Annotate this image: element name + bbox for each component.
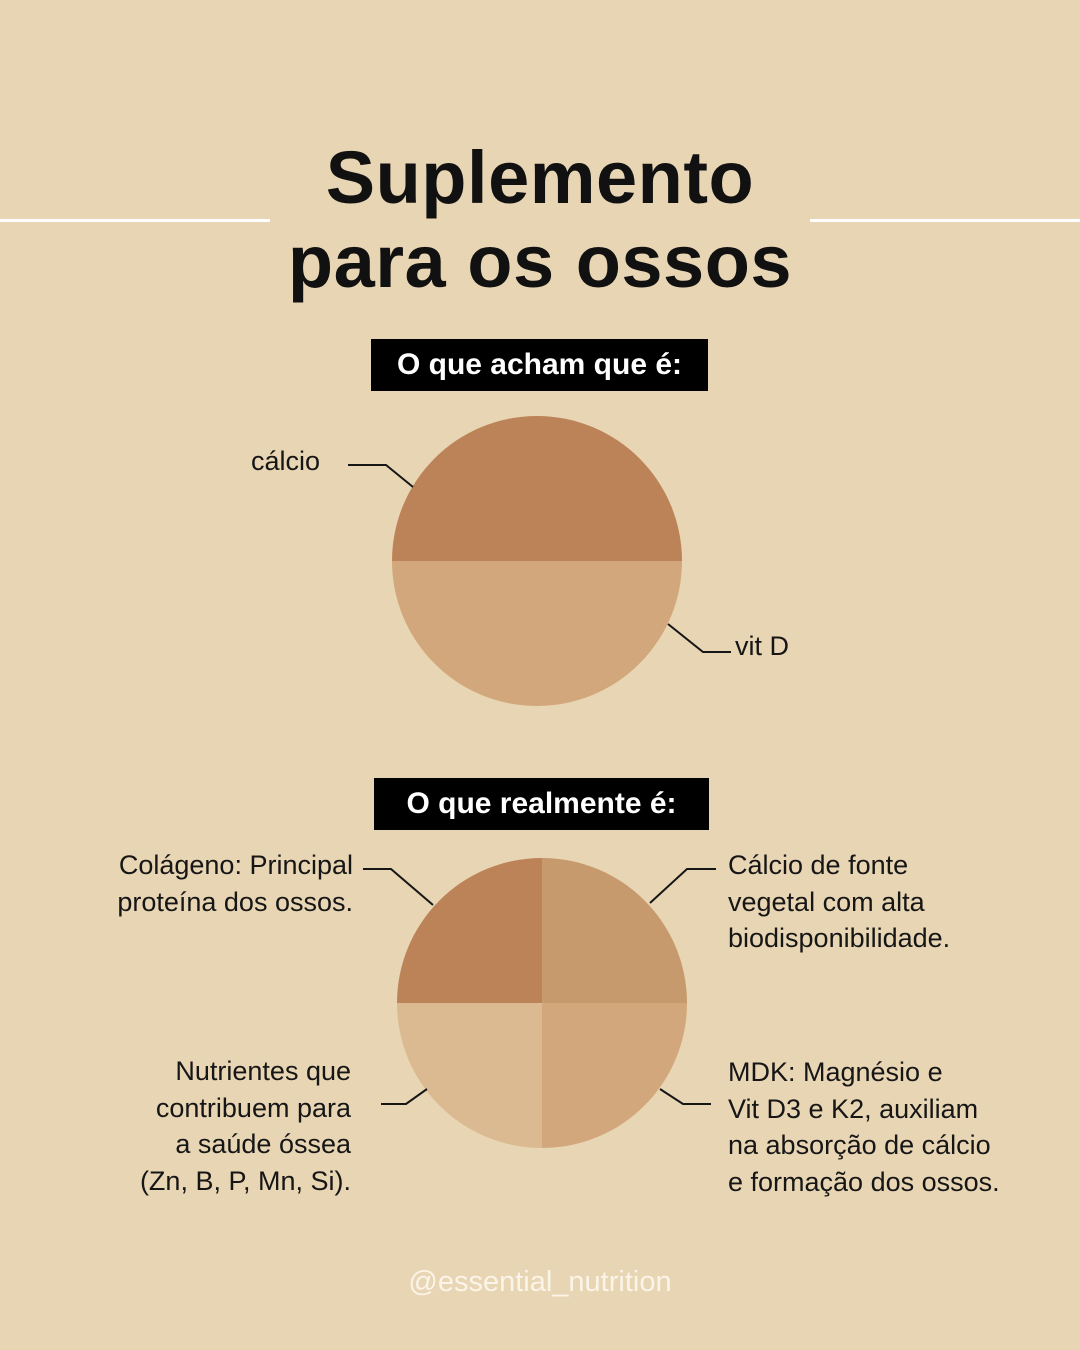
leader-lines xyxy=(348,464,731,1105)
leader-line-calcio-vegetal xyxy=(649,868,716,904)
pie-actual-slice-2 xyxy=(397,1003,542,1148)
label-vit-d: vit D xyxy=(735,631,789,661)
label-colageno: Colágeno: Principal proteína dos ossos. xyxy=(117,850,353,917)
page-title: Suplemento para os ossos xyxy=(0,136,1080,304)
label-mdk: MDK: Magnésio e Vit D3 e K2, auxiliam na… xyxy=(728,1057,1000,1197)
leader-line-nutrientes xyxy=(381,1088,428,1105)
pie-expected-slice-1 xyxy=(392,561,682,706)
title-line-2: para os ossos xyxy=(287,220,793,303)
heading-what-it-really-is: O que realmente é: xyxy=(374,778,709,830)
title-rule-left xyxy=(0,219,270,222)
pie-expected-slice-0 xyxy=(392,416,682,561)
label-nutrientes: Nutrientes que contribuem para a saúde ó… xyxy=(139,1056,351,1196)
leader-line-colageno xyxy=(363,868,434,906)
pie-actual-slice-1 xyxy=(542,1003,687,1148)
pie-actual-slice-0 xyxy=(542,858,687,1003)
pie-chart-actual xyxy=(397,858,687,1148)
title-rule-right xyxy=(810,219,1080,222)
title-line-1: Suplemento xyxy=(325,136,755,219)
leader-line-calcio xyxy=(348,464,414,488)
footer-handle: @essential_nutrition xyxy=(408,1266,672,1298)
leader-line-mdk xyxy=(659,1088,711,1105)
leader-line-vitd xyxy=(667,623,731,653)
heading-what-they-think: O que acham que é: xyxy=(371,339,708,391)
label-calcio-vegetal: Cálcio de fonte vegetal com alta biodisp… xyxy=(728,850,951,953)
pie-chart-expected xyxy=(392,416,682,706)
pie-actual-slice-3 xyxy=(397,858,542,1003)
label-calcio: cálcio xyxy=(251,446,321,476)
